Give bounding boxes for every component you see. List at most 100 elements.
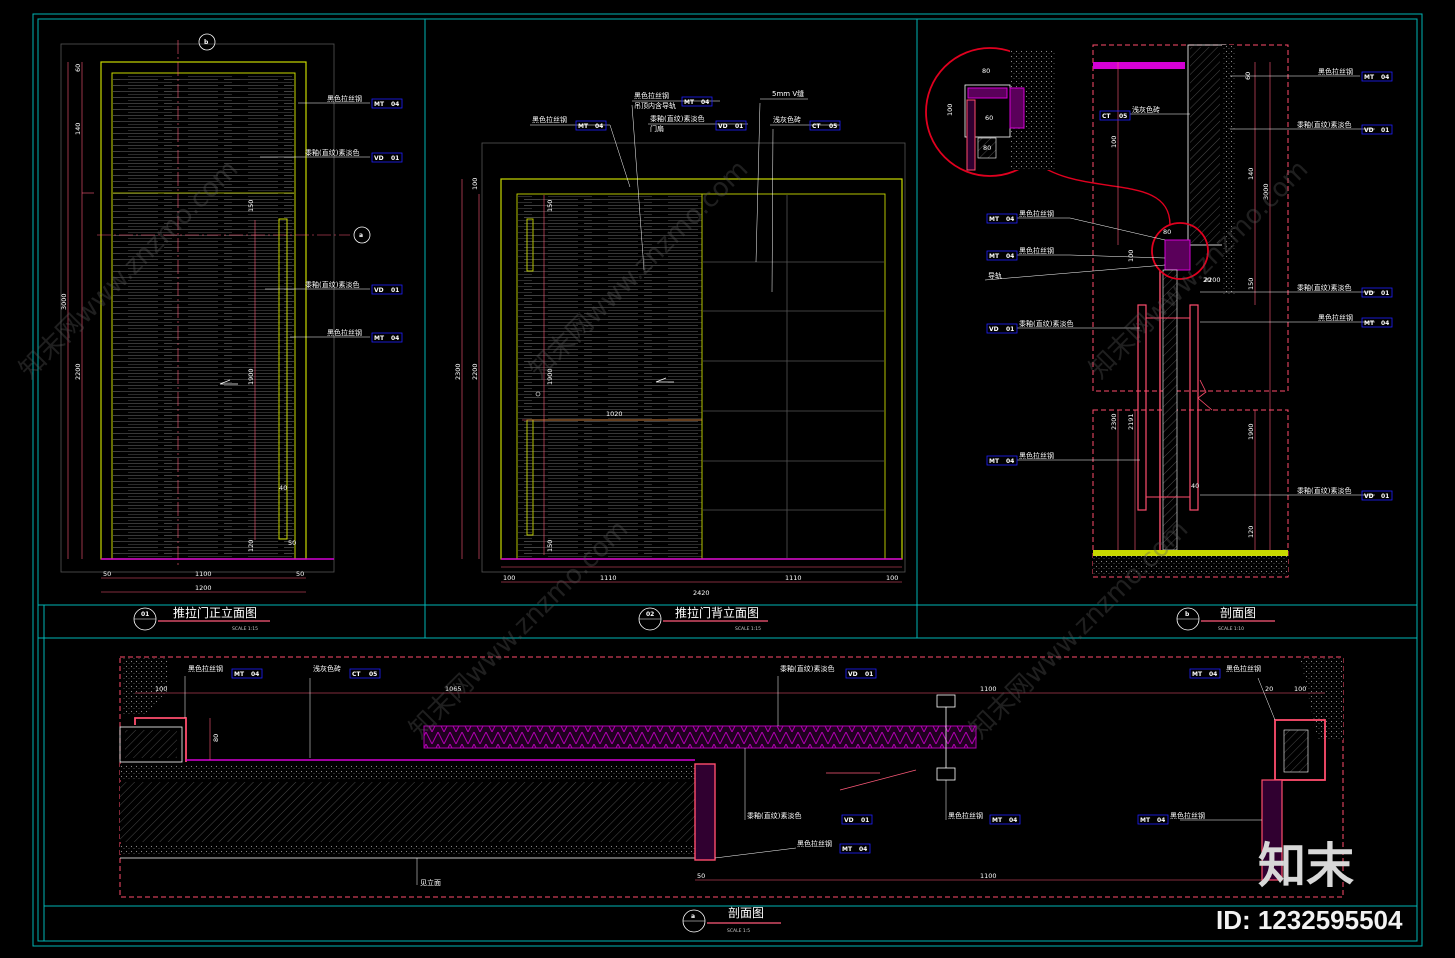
svg-text:01: 01 [1381, 493, 1389, 500]
dim-front-1200: 1200 [195, 584, 212, 592]
scale-front: SCALE 1:15 [232, 626, 258, 632]
title-marker-back-no: 02 [646, 611, 654, 618]
title-marker-front-no: 01 [141, 611, 149, 618]
dim-back-150b: 150 [546, 540, 554, 552]
dim-b-2191: 2191 [1127, 413, 1135, 430]
svg-text:04: 04 [1009, 817, 1017, 824]
svg-text:VD: VD [844, 817, 854, 824]
label-a-veneer-2: 黍釉(直纹)素淡色 [747, 811, 801, 820]
label-back-tile: 浅灰色砖 [773, 115, 801, 124]
svg-text:CT: CT [1102, 113, 1111, 120]
section-marker-b-front [198, 33, 216, 51]
tag-front-vd-2: VD [374, 287, 384, 294]
dim-back-2420: 2420 [693, 589, 710, 597]
label-front-steel-2: 黑色拉丝钢 [327, 328, 362, 337]
svg-text:04: 04 [1006, 458, 1014, 465]
front-door-leaf-wood [113, 74, 294, 558]
svg-text:04: 04 [1209, 671, 1217, 678]
title-section-a: 剖面图 [728, 906, 764, 920]
svg-text:MT: MT [1364, 320, 1375, 327]
dim-front-140: 140 [74, 123, 82, 135]
label-b-veneer-2: 黍釉(直纹)素淡色 [1297, 120, 1351, 129]
dim-front-120: 120 [247, 540, 255, 552]
tag-front-mt-1: MT [374, 101, 385, 108]
scale-section-a: SCALE 1:5 [727, 928, 750, 934]
label-b-steel-4: 黑色拉丝钢 [1318, 67, 1353, 76]
label-a-steel-1: 黑色拉丝钢 [188, 664, 223, 673]
label-b-track: 导轨 [988, 271, 1002, 280]
svg-text:MT: MT [842, 846, 853, 853]
label-b-steel-3: 黑色拉丝钢 [1019, 451, 1054, 460]
svg-text:VD: VD [1364, 127, 1374, 134]
dim-b-100b: 100 [1127, 250, 1135, 262]
svg-text:04: 04 [595, 123, 603, 130]
svg-text:01: 01 [865, 671, 873, 678]
section-a: 100 1065 1100 20 100 80 50 1100 黑色拉丝钢 浅灰… [119, 656, 1344, 934]
front-elevation: b a 3000 2200 140 60 1900 150 120 40 50 … [60, 33, 403, 632]
label-back-steel-2: 黑色拉丝钢 [634, 91, 669, 100]
dim-front-1900: 1900 [247, 368, 255, 385]
label-b-steel-5: 黑色拉丝钢 [1318, 313, 1353, 322]
svg-text:01: 01 [861, 817, 869, 824]
dim-b-3000: 3000 [1262, 183, 1270, 200]
detail-bubble-small [1151, 222, 1209, 280]
dim-b-detail-80b: 80 [983, 144, 991, 152]
dim-front-2200: 2200 [74, 363, 82, 380]
label-b-tile: 浅灰色砖 [1132, 105, 1160, 114]
dim-back-2300: 2300 [454, 363, 462, 380]
svg-text:MT: MT [1192, 671, 1203, 678]
label-front-veneer-2: 黍釉(直纹)素淡色 [305, 280, 359, 289]
dim-b-20: 20 [1203, 276, 1211, 284]
svg-text:04: 04 [1006, 216, 1014, 223]
svg-text:CT: CT [812, 123, 821, 130]
dim-back-100-right: 100 [886, 574, 898, 582]
section-b-track-box [1164, 239, 1191, 271]
dim-back-1110a: 1110 [600, 574, 617, 582]
svg-text:VD: VD [1364, 290, 1374, 297]
scale-section-b: SCALE 1:10 [1218, 626, 1244, 632]
watermark-5: 知末网www.znzmo.com [964, 514, 1195, 745]
title-back-elevation: 推拉门背立面图 [675, 605, 759, 620]
dim-b-80: 80 [1163, 228, 1171, 236]
back-door-leaf-wood [518, 195, 702, 558]
svg-text:MT: MT [684, 99, 695, 106]
svg-text:04: 04 [701, 99, 709, 106]
label-b-veneer-3: 黍釉(直纹)素淡色 [1297, 283, 1351, 292]
section-a-roller [936, 694, 956, 708]
dim-b-140: 140 [1247, 168, 1255, 180]
front-handle [278, 218, 288, 540]
svg-text:04: 04 [391, 101, 399, 108]
back-tile-grid [703, 195, 884, 558]
dim-b-40: 40 [1191, 482, 1199, 490]
back-handle [526, 218, 534, 272]
dim-front-50: 50 [288, 539, 296, 547]
title-marker-section-b-no: b [1185, 611, 1190, 618]
svg-text:VD: VD [989, 326, 999, 333]
dim-front-1100: 1100 [195, 570, 212, 578]
dim-b-100: 100 [1110, 136, 1118, 148]
svg-text:01: 01 [735, 123, 743, 130]
svg-text:01: 01 [1006, 326, 1014, 333]
dim-back-1110b: 1110 [785, 574, 802, 582]
dim-a-100: 100 [155, 685, 167, 693]
section-a-door-leaf [423, 725, 977, 749]
svg-text:MT: MT [578, 123, 589, 130]
label-a-steel-5: 黑色拉丝钢 [797, 839, 832, 848]
scale-back: SCALE 1:15 [735, 626, 761, 632]
dim-front-50-right: 50 [296, 570, 304, 578]
label-a-steel-3: 黑色拉丝钢 [948, 811, 983, 820]
tag-front-mt-2: MT [374, 335, 385, 342]
svg-text:a: a [359, 232, 363, 239]
label-a-steel-4: 黑色拉丝钢 [1170, 811, 1205, 820]
dim-a-80: 80 [212, 734, 220, 742]
label-b-veneer-4: 黍釉(直纹)素淡色 [1297, 486, 1351, 495]
svg-text:01: 01 [391, 155, 399, 162]
label-front-steel-1: 黑色拉丝钢 [327, 94, 362, 103]
brand-logo: 知末 [1258, 838, 1354, 894]
label-a-floor: 见立面 [420, 878, 441, 887]
svg-text:MT: MT [234, 671, 245, 678]
dim-back-100: 100 [471, 178, 479, 190]
svg-text:VD: VD [848, 671, 858, 678]
svg-text:b: b [204, 39, 209, 46]
